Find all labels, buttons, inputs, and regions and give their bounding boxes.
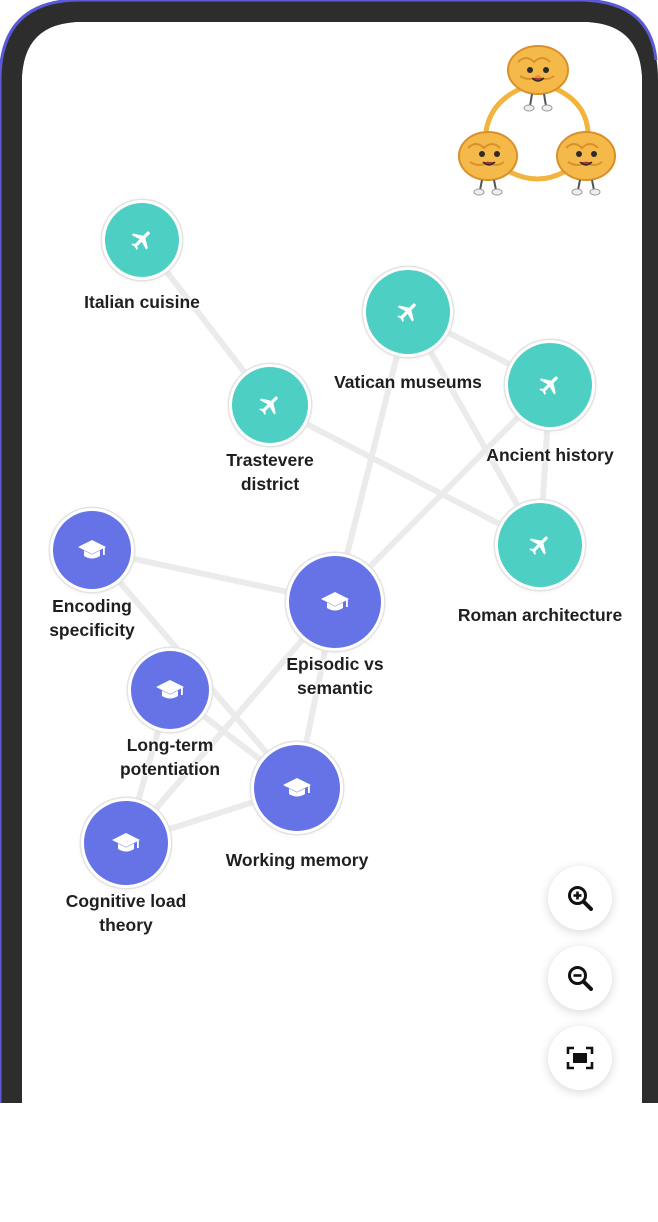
brain-left bbox=[458, 131, 518, 196]
node-long-term-potentiation[interactable] bbox=[131, 651, 209, 729]
zoom-in-icon bbox=[568, 886, 593, 911]
node-label-line: Roman architecture bbox=[457, 605, 623, 625]
node-label-trastevere-district: Trastevere district bbox=[226, 448, 314, 496]
node-label-line: Trastevere bbox=[226, 450, 314, 470]
node-label-line: Encoding bbox=[52, 596, 132, 616]
node-label-working-memory: Working memory bbox=[226, 848, 369, 872]
node-label-line: Cognitive load bbox=[65, 891, 187, 911]
node-encoding-specificity[interactable] bbox=[53, 511, 131, 589]
brain-right bbox=[556, 131, 616, 196]
graph-edge-episodic-vs-semantic-cognitive-load-theory bbox=[123, 599, 338, 846]
graph-edge-vatican-museums-roman-architecture bbox=[405, 309, 543, 548]
graph-edge-ancient-history-episodic-vs-semantic bbox=[332, 382, 553, 605]
node-vatican-museums[interactable] bbox=[366, 270, 450, 354]
brain-mascot-icon bbox=[452, 40, 622, 200]
zoom-out-button[interactable] bbox=[548, 946, 612, 1010]
airplane-icon bbox=[527, 532, 553, 558]
phone-frame bbox=[0, 0, 658, 1103]
node-working-memory[interactable] bbox=[254, 745, 340, 831]
graph-edge-trastevere-district-roman-architecture bbox=[267, 402, 543, 548]
graph-edge-vatican-museums-episodic-vs-semantic bbox=[332, 309, 411, 605]
airplane-icon bbox=[395, 299, 421, 325]
node-label-line: Vatican museums bbox=[334, 372, 482, 392]
zoom-out-icon bbox=[568, 966, 593, 991]
airplane-icon bbox=[129, 227, 155, 253]
node-label-episodic-vs-semantic: Episodic vs semantic bbox=[286, 652, 383, 700]
node-label-line: specificity bbox=[49, 620, 135, 640]
graduation-cap-icon bbox=[282, 775, 312, 801]
node-label-roman-architecture: Roman architecture bbox=[458, 603, 622, 627]
graduation-cap-icon bbox=[111, 830, 141, 856]
node-italian-cuisine[interactable] bbox=[105, 203, 179, 277]
node-label-line: Long-term bbox=[126, 735, 214, 755]
graduation-cap-icon bbox=[320, 589, 350, 615]
node-label-italian-cuisine: Italian cuisine bbox=[84, 290, 200, 314]
node-label-vatican-museums: Vatican museums bbox=[334, 370, 482, 394]
node-label-encoding-specificity: Encoding specificity bbox=[49, 594, 135, 642]
node-label-line: semantic bbox=[297, 678, 373, 698]
node-label-line: Ancient history bbox=[486, 445, 614, 465]
phone-bezel bbox=[0, 0, 658, 1103]
node-episodic-vs-semantic[interactable] bbox=[289, 556, 381, 648]
node-trastevere-district[interactable] bbox=[232, 367, 308, 443]
airplane-icon bbox=[537, 372, 563, 398]
node-label-long-term-potentiation: Long-term potentiation bbox=[120, 733, 220, 781]
node-label-line: potentiation bbox=[119, 759, 221, 779]
node-ancient-history[interactable] bbox=[508, 343, 592, 427]
node-cognitive-load-theory[interactable] bbox=[84, 801, 168, 885]
node-roman-architecture[interactable] bbox=[498, 503, 582, 587]
brain-top bbox=[507, 45, 569, 112]
node-label-line: theory bbox=[99, 915, 153, 935]
graduation-cap-icon bbox=[77, 537, 107, 563]
graduation-cap-icon bbox=[155, 677, 185, 703]
airplane-icon bbox=[257, 392, 283, 418]
node-label-cognitive-load-theory: Cognitive load theory bbox=[66, 889, 187, 937]
zoom-in-button[interactable] bbox=[548, 866, 612, 930]
node-label-ancient-history: Ancient history bbox=[486, 443, 613, 467]
node-label-line: Working memory bbox=[225, 850, 369, 870]
fit-view-button[interactable] bbox=[548, 1026, 612, 1090]
node-label-line: Episodic vs bbox=[286, 654, 384, 674]
node-label-line: Italian cuisine bbox=[84, 292, 200, 312]
node-label-line: district bbox=[240, 474, 300, 494]
fit-screen-icon bbox=[566, 1046, 594, 1070]
knowledge-graph[interactable]: Italian cuisine Vatican museums Trasteve… bbox=[0, 0, 658, 1103]
